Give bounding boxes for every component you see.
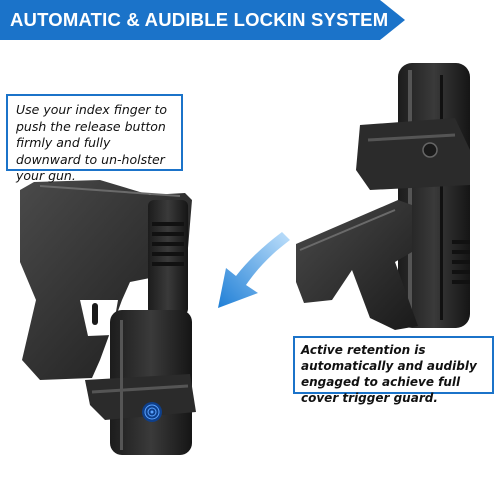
callout-retention-info: Active retention is automatically and au… [293,336,494,405]
arrow-down-left-icon [218,232,290,308]
banner-shape [0,0,405,40]
holster-left [85,200,196,455]
pistol-right [296,200,418,330]
header-banner: AUTOMATIC & AUDIBLE LOCKIN SYSTEM [0,0,410,40]
fingerprint-icon [142,402,162,422]
callout-release-instruction: Use your index finger to push the releas… [6,94,183,183]
holster-right [356,63,470,328]
banner-title: AUTOMATIC & AUDIBLE LOCKIN SYSTEM [10,9,389,30]
